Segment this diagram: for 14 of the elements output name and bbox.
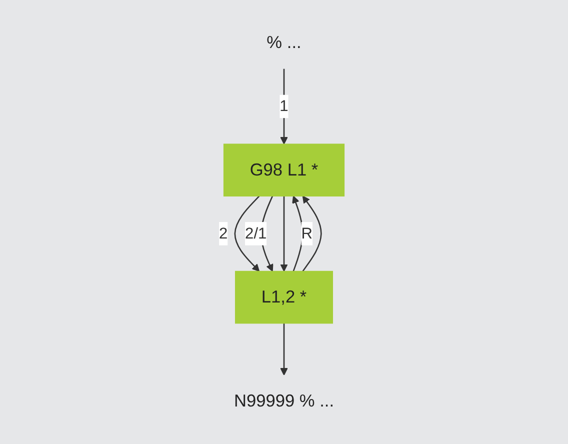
arrow [234,196,260,272]
edge-label: 2/1 [245,224,267,242]
arrow [280,196,288,272]
edge-label: R [301,224,313,242]
arrow [292,196,304,272]
node-box: G98 L1 * [223,144,345,196]
node-box: L1,2 * [235,270,333,324]
edge-label: 1 [280,97,288,115]
edge-label: 2 [219,224,228,242]
arrow [302,196,322,272]
node-text: N99999 % ... [234,392,334,411]
arrow [260,196,274,272]
arrow [280,323,288,376]
node-text: % ... [266,33,302,52]
